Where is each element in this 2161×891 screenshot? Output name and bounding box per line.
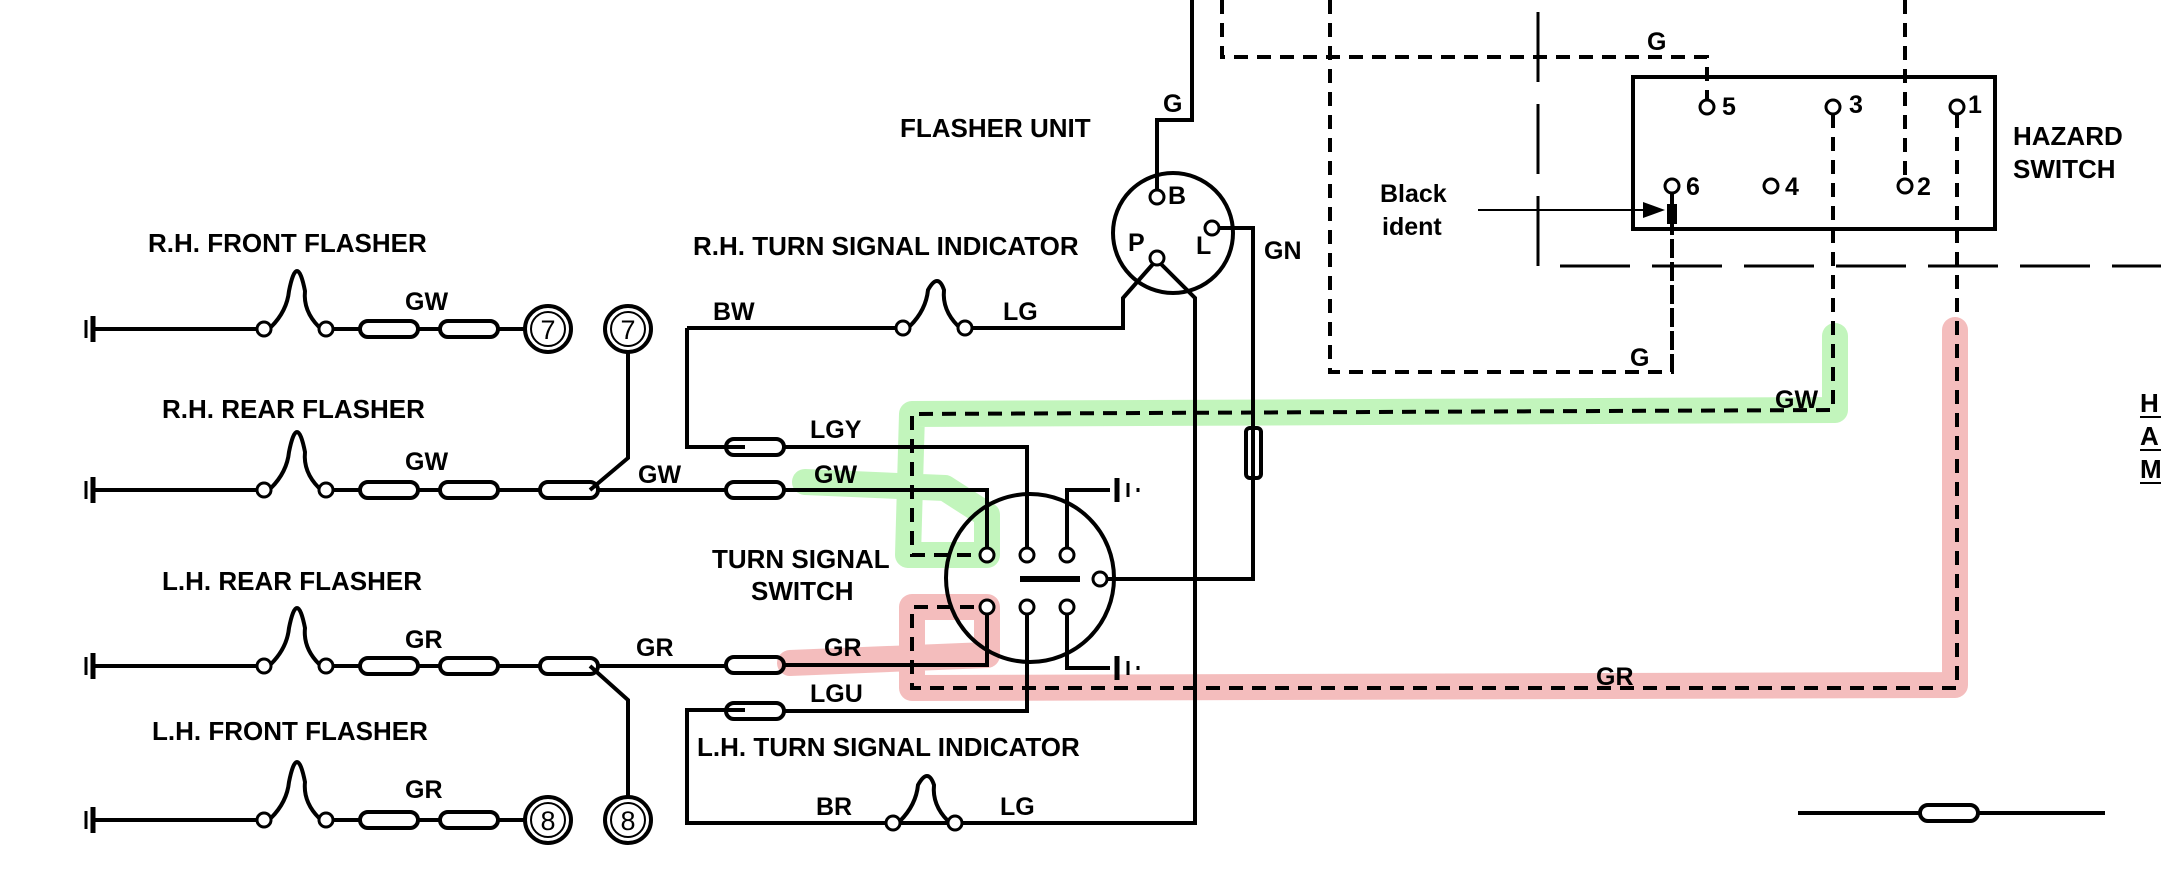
- black-ident-label-1: Black: [1380, 180, 1447, 208]
- rh-front-flasher: R.H. FRONT FLASHER 7 GW: [84, 228, 573, 354]
- switch-pin-bottom-right: [1058, 598, 1076, 616]
- connector-legend-sample: [1798, 803, 2105, 823]
- earth-symbol-switch-bottom: [1114, 656, 1140, 680]
- circuit-number-8-lh-rear: 8: [620, 806, 635, 836]
- hazard-terminal-1: [1948, 98, 1966, 116]
- harness-boundary: [1536, 12, 2161, 268]
- wire-label-gw-hazard: GW: [1775, 386, 1818, 414]
- flasher-terminal-p: [1148, 249, 1166, 267]
- lh-front-flasher: L.H. FRONT FLASHER 8 GR: [84, 716, 573, 845]
- wire-label-gw-rh-rear-run: GW: [638, 461, 681, 489]
- wire-label-lg-rh: LG: [1003, 298, 1038, 326]
- lh-turn-indicator-label: L.H. TURN SIGNAL INDICATOR: [697, 732, 1080, 762]
- hazard-label-6: 6: [1686, 173, 1700, 201]
- edge-letter-a: A: [2140, 421, 2159, 451]
- lh-rear-flasher-label: L.H. REAR FLASHER: [162, 566, 422, 596]
- flasher-terminal-b: [1148, 188, 1166, 206]
- right-edge-text: H A M: [2140, 388, 2161, 484]
- flasher-label-l: L: [1196, 232, 1211, 260]
- black-ident-callout: Black ident: [1380, 180, 1665, 241]
- wire-label-gw-rh-rear: GW: [405, 448, 448, 476]
- wire-label-gr-hazard: GR: [1596, 663, 1634, 691]
- rh-rear-flasher-label: R.H. REAR FLASHER: [162, 394, 425, 424]
- flasher-label-b: B: [1168, 182, 1186, 210]
- circuit-number-7-rh-front: 7: [540, 315, 555, 345]
- switch-pin-bottom-left: [978, 598, 996, 616]
- wire-label-g-flasher: G: [1163, 90, 1182, 118]
- lh-front-flasher-label: L.H. FRONT FLASHER: [152, 716, 428, 746]
- hazard-label-2: 2: [1917, 173, 1931, 201]
- rh-front-flasher-label: R.H. FRONT FLASHER: [148, 228, 427, 258]
- hazard-switch: 5 3 1 6 4 2 HAZARD SWITCH: [1631, 75, 2123, 231]
- hazard-terminal-6: [1663, 177, 1681, 195]
- lh-turn-indicator: L.H. TURN SIGNAL INDICATOR BR LG: [697, 732, 1080, 832]
- flasher-unit: B L P FLASHER UNIT G GN: [685, 0, 1302, 825]
- flasher-label-p: P: [1128, 229, 1145, 257]
- switch-pin-top-left: [978, 546, 996, 564]
- edge-letter-m: M: [2140, 454, 2161, 484]
- wire-label-lg-lh: LG: [1000, 793, 1035, 821]
- wire-label-gr-lh-rear-run: GR: [636, 634, 674, 662]
- hazard-label-1: 1: [1968, 91, 1982, 119]
- wire-label-gw-switch: GW: [814, 461, 857, 489]
- turn-switch-label-2: SWITCH: [751, 576, 854, 606]
- hazard-terminal-3: [1824, 98, 1842, 116]
- wire-label-g-top: G: [1647, 28, 1666, 56]
- hazard-label-4: 4: [1785, 173, 1799, 201]
- hazard-label-5: 5: [1722, 93, 1736, 121]
- black-ident-label-2: ident: [1382, 213, 1442, 241]
- wire-label-bw: BW: [713, 298, 755, 326]
- wire-label-gr-lh-front: GR: [405, 776, 443, 804]
- switch-pin-bottom-mid: [1018, 598, 1036, 616]
- switch-feed-wires: LGY LGU GW GR: [724, 416, 1029, 721]
- earth-symbol-switch-top: [1114, 478, 1140, 502]
- circuit-number-8-lh-front: 8: [540, 806, 555, 836]
- wire-label-gr-lh-rear: GR: [405, 626, 443, 654]
- turn-signal-switch: TURN SIGNAL SWITCH: [712, 488, 1116, 670]
- hazard-switch-label-2: SWITCH: [2013, 154, 2116, 184]
- rh-rear-flasher: R.H. REAR FLASHER 7 GW GW: [84, 304, 726, 503]
- wire-label-br: BR: [816, 793, 852, 821]
- rh-turn-indicator-label: R.H. TURN SIGNAL INDICATOR: [693, 231, 1079, 261]
- hazard-switch-label-1: HAZARD: [2013, 121, 2123, 151]
- circuit-number-7-rh-rear: 7: [620, 315, 635, 345]
- flasher-unit-label: FLASHER UNIT: [900, 113, 1091, 143]
- switch-pin-top-right: [1058, 546, 1076, 564]
- wire-label-gn: GN: [1264, 237, 1302, 265]
- switch-pin-top-mid: [1018, 546, 1036, 564]
- edge-letter-h: H: [2140, 388, 2159, 418]
- hazard-dashed-wiring: G G GW GR: [910, 28, 1959, 691]
- wire-label-lgy: LGY: [810, 416, 862, 444]
- switch-pin-right: [1091, 570, 1109, 588]
- hazard-terminal-5: [1698, 98, 1716, 116]
- hazard-terminal-2: [1896, 177, 1914, 195]
- wire-label-g-bottom: G: [1630, 344, 1649, 372]
- wire-label-gr-switch: GR: [824, 634, 862, 662]
- turn-switch-label-1: TURN SIGNAL: [712, 544, 890, 574]
- wire-label-gw-rh-front: GW: [405, 288, 448, 316]
- hazard-label-3: 3: [1849, 91, 1863, 119]
- lh-rear-flasher: L.H. REAR FLASHER 8 GR GR: [84, 566, 726, 845]
- rh-turn-indicator: R.H. TURN SIGNAL INDICATOR BW LG: [685, 231, 1079, 449]
- hazard-terminal-4: [1762, 177, 1780, 195]
- wire-label-lgu: LGU: [810, 680, 863, 708]
- top-dashed-wiring: [1220, 0, 1907, 374]
